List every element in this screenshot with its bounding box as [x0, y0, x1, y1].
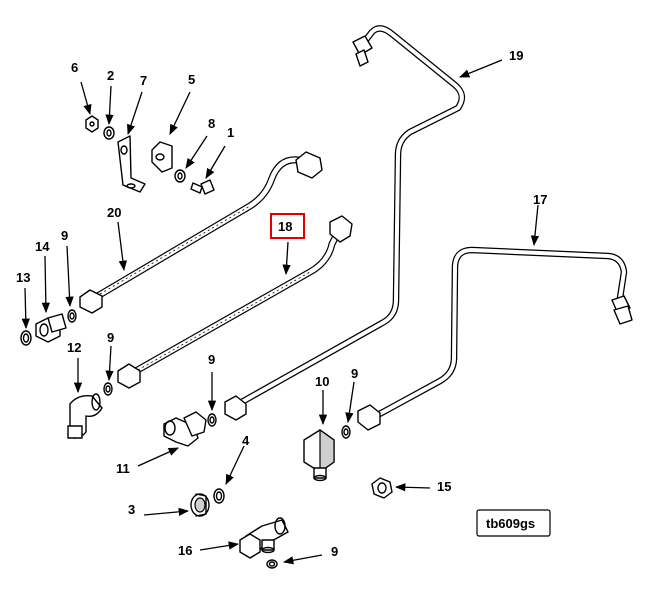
callout-12: 12 [67, 340, 81, 355]
callout-9-b: 9 [107, 330, 114, 345]
callout-16: 16 [178, 543, 192, 558]
leader-lines [21, 59, 540, 565]
callout-9-e: 9 [331, 544, 338, 559]
o-ring-4[interactable] [213, 488, 225, 504]
o-ring-9-c[interactable] [207, 413, 217, 427]
elbow-12[interactable] [67, 393, 103, 439]
callout-2: 2 [107, 68, 114, 83]
tube-19[interactable] [224, 25, 466, 421]
callout-3: 3 [128, 502, 135, 517]
o-ring-13[interactable] [20, 330, 32, 346]
callout-9-a: 9 [61, 228, 68, 243]
clamp-5[interactable] [151, 141, 173, 173]
callout-14: 14 [35, 239, 50, 254]
washer-2[interactable] [103, 126, 115, 140]
callout-13: 13 [16, 270, 30, 285]
callout-15: 15 [437, 479, 451, 494]
callout-7: 7 [140, 73, 147, 88]
callout-10: 10 [315, 374, 329, 389]
fitting-10[interactable] [303, 428, 335, 482]
callout-6: 6 [71, 60, 78, 75]
callout-18-highlight-box [270, 213, 305, 239]
callout-4: 4 [242, 433, 250, 448]
drawing-id-tag: tb609gs [476, 509, 551, 537]
bolt-1[interactable] [190, 179, 215, 195]
fitting-15[interactable] [371, 477, 393, 499]
hose-20[interactable] [79, 151, 323, 314]
nut-6[interactable] [85, 115, 99, 133]
o-ring-9-e[interactable] [266, 559, 278, 569]
fitting-14[interactable] [35, 313, 67, 343]
washer-8[interactable] [174, 169, 186, 183]
o-ring-9-b[interactable] [103, 382, 113, 396]
callout-labels: 6 2 7 5 8 1 20 13 14 9 12 9 9 11 10 9 4 … [16, 48, 547, 559]
hose-18[interactable] [117, 215, 353, 389]
callout-8: 8 [208, 116, 215, 131]
callout-9-c: 9 [208, 352, 215, 367]
callout-1: 1 [227, 125, 234, 140]
tee-fitting-16[interactable] [239, 517, 289, 559]
bracket-7[interactable] [117, 135, 146, 193]
plug-3[interactable] [190, 493, 210, 517]
o-ring-9-a[interactable] [67, 309, 77, 323]
callout-17: 17 [533, 192, 547, 207]
elbow-11[interactable] [163, 411, 207, 447]
callout-18[interactable]: 18 [278, 219, 292, 234]
callout-9-d: 9 [351, 366, 358, 381]
o-ring-9-d[interactable] [341, 425, 351, 439]
drawing-id: tb609gs [486, 516, 535, 531]
tube-17[interactable] [357, 246, 633, 431]
callout-11: 11 [116, 461, 130, 476]
callout-19: 19 [509, 48, 523, 63]
callout-5: 5 [188, 72, 195, 87]
callout-20: 20 [107, 205, 121, 220]
